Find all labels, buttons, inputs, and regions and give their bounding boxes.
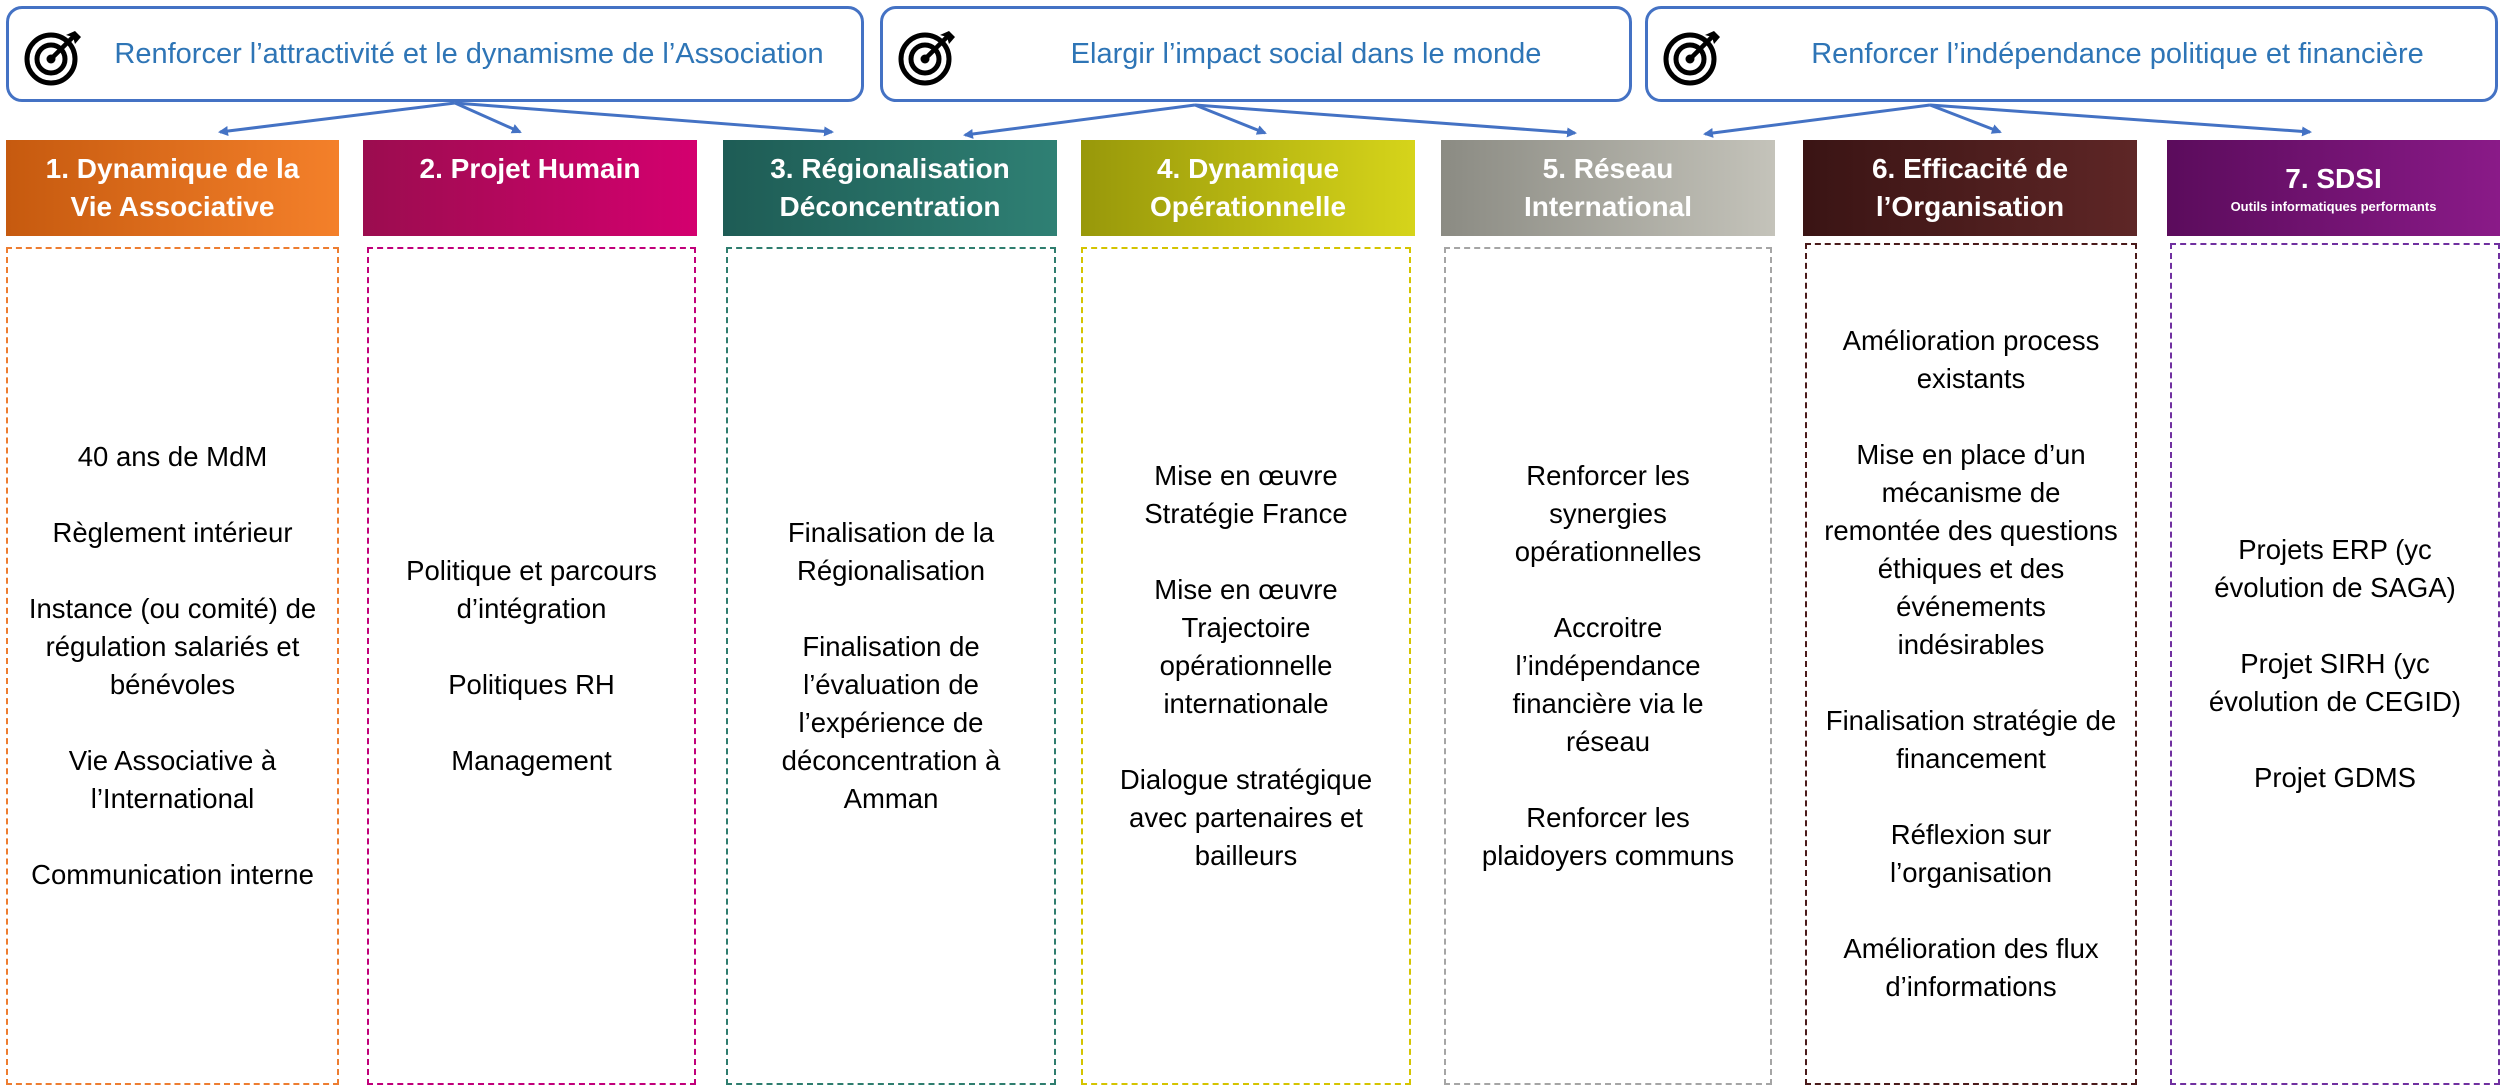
arrow-line [218, 101, 456, 136]
column-title: 3. Régionalisation [770, 153, 1010, 184]
list-item: Règlement intérieur [52, 517, 293, 548]
list-item: Mise en œuvre Trajectoire opérationnelle… [1154, 574, 1338, 719]
column-body-reseau-international: Renforcer les synergies opérationnelles … [1444, 247, 1772, 1085]
column-title: Déconcentration [779, 191, 1001, 222]
list-item: Politique et parcours d’intégration [406, 555, 657, 624]
column-header-efficacite-organisation: 6. Efficacité de l’Organisation [1803, 140, 2137, 236]
list-item: Communication interne [31, 859, 314, 890]
list-item: 40 ans de MdM [77, 441, 268, 472]
column-body-regionalisation: Finalisation de la Régionalisation Final… [726, 247, 1056, 1085]
column-subtitle: Outils informatiques performants [2230, 199, 2437, 214]
list-item: Mise en œuvre Stratégie France [1144, 460, 1348, 529]
arrow-line [1703, 103, 1931, 138]
list-item: Projet GDMS [2254, 762, 2416, 793]
list-item: Renforcer les plaidoyers communs [1481, 802, 1735, 871]
list-item: Amélioration process existants [1842, 325, 2100, 394]
column-header-regionalisation: 3. Régionalisation Déconcentration [723, 140, 1057, 236]
list-item: Renforcer les synergies opérationnelles [1514, 460, 1702, 567]
target-icon [24, 31, 81, 86]
column-title: Opérationnelle [1149, 191, 1347, 222]
column-body-efficacite-organisation: Amélioration process existants Mise en p… [1805, 243, 2137, 1085]
target-icon [1663, 31, 1720, 86]
list-item: Mise en place d’un mécanisme de remontée… [1824, 439, 2118, 660]
list-item: Finalisation de l’évaluation de l’expéri… [781, 631, 1001, 814]
column-title: International [1523, 191, 1692, 222]
list-item: Finalisation stratégie de financement [1825, 705, 2117, 774]
list-item: Projet SIRH (yc évolution de CEGID) [2208, 648, 2462, 717]
column-header-sdsi: 7. SDSI Outils informatiques performants [2167, 140, 2500, 236]
column-title: 4. Dynamique [1156, 153, 1340, 184]
objective-box-independance: Renforcer l’indépendance politique et fi… [1645, 6, 2498, 102]
column-title: 7. SDSI [2285, 163, 2382, 194]
arrow-line [1929, 103, 2002, 134]
list-item: Finalisation de la Régionalisation [787, 517, 995, 586]
objective-label: Renforcer l’indépendance politique et fi… [1811, 37, 2424, 70]
column-title: 2. Projet Humain [419, 153, 641, 184]
list-item: Accroitre l’indépendance financière via … [1512, 612, 1704, 757]
column-title: l’Organisation [1875, 191, 2065, 222]
objective-box-attractivite: Renforcer l’attractivité et le dynamisme… [6, 6, 864, 102]
target-icon [898, 31, 955, 86]
arrow-line [1194, 103, 1267, 135]
list-item: Politiques RH [448, 669, 615, 700]
column-header-dynamique-operationnelle: 4. Dynamique Opérationnelle [1081, 140, 1415, 236]
column-body-sdsi: Projets ERP (yc évolution de SAGA) Proje… [2170, 243, 2500, 1085]
column-title: 5. Réseau [1542, 153, 1674, 184]
objective-label: Elargir l’impact social dans le monde [1070, 37, 1542, 70]
column-title: Vie Associative [70, 191, 275, 222]
column-title: 6. Efficacité de [1871, 153, 2069, 184]
list-item: Projets ERP (yc évolution de SAGA) [2214, 534, 2456, 603]
list-item: Réflexion sur l’organisation [1889, 819, 2053, 888]
column-title: 1. Dynamique de la [45, 153, 300, 184]
arrow-line [454, 101, 834, 137]
arrow-line [454, 101, 522, 134]
column-header-vie-associative: 1. Dynamique de la Vie Associative [6, 140, 339, 236]
list-item: Amélioration des flux d’informations [1843, 933, 2099, 1002]
list-item: Vie Associative à l’International [68, 745, 277, 814]
column-header-reseau-international: 5. Réseau International [1441, 140, 1775, 236]
objective-box-impact-social: Elargir l’impact social dans le monde [880, 6, 1632, 102]
arrow-line [1194, 103, 1577, 138]
column-body-projet-humain: Politique et parcours d’intégration Poli… [367, 247, 696, 1085]
objective-label: Renforcer l’attractivité et le dynamisme… [114, 37, 824, 70]
column-body-dynamique-operationnelle: Mise en œuvre Stratégie France Mise en œ… [1081, 247, 1411, 1085]
objective-arrows [218, 101, 2312, 139]
arrow-line [1929, 103, 2312, 137]
list-item: Management [451, 745, 612, 776]
column-header-projet-humain: 2. Projet Humain [363, 140, 697, 236]
arrow-line [963, 103, 1196, 139]
column-body-vie-associative: 40 ans de MdM Règlement intérieur Instan… [6, 247, 339, 1085]
list-item: Dialogue stratégique avec partenaires et… [1119, 764, 1373, 871]
list-item: Instance (ou comité) de régulation salar… [28, 593, 317, 700]
